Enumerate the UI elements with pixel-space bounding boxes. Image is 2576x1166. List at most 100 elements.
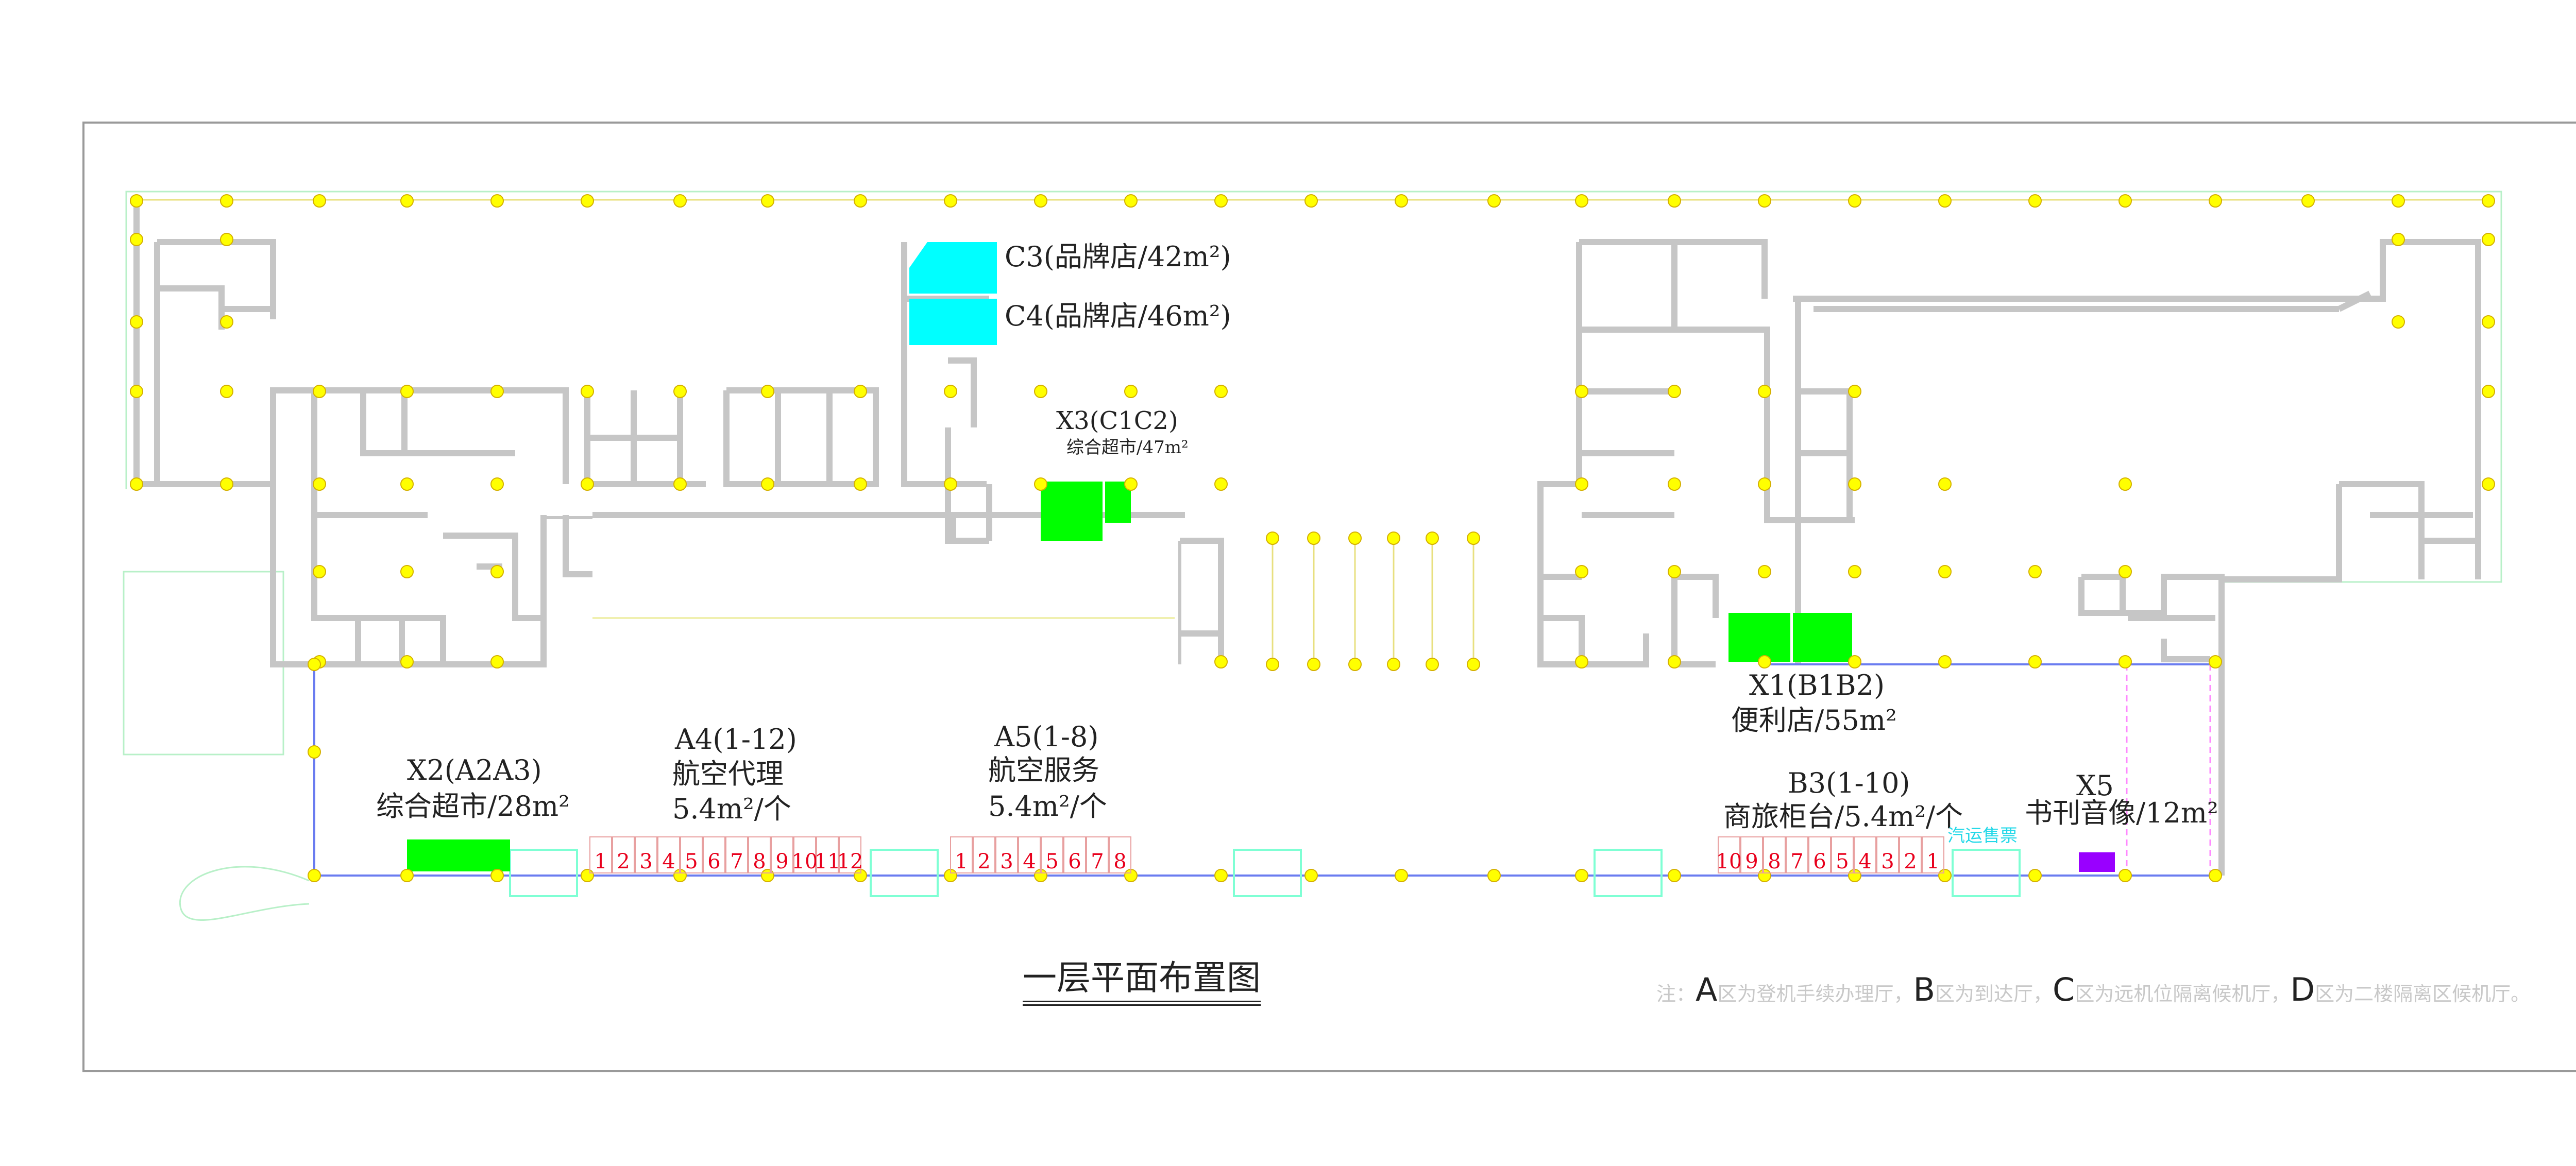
column-marker xyxy=(130,385,143,398)
column-marker xyxy=(1395,869,1408,882)
column-marker xyxy=(2482,477,2495,491)
column-marker xyxy=(2028,869,2042,882)
column-marker xyxy=(1668,477,1681,491)
column-marker xyxy=(581,477,594,491)
column-marker xyxy=(1668,869,1681,882)
column-marker xyxy=(2119,869,2132,882)
counter-number-a4: 2 xyxy=(617,850,630,873)
label-x5-desc: 书刊音像/12m² xyxy=(2025,797,2218,829)
column-marker xyxy=(581,385,594,398)
column-marker xyxy=(1124,194,1138,208)
column-marker xyxy=(2028,655,2042,668)
counter-box-a4 xyxy=(725,836,748,873)
shops-colored xyxy=(407,242,2115,872)
column-marker xyxy=(1848,655,1861,668)
column-marker xyxy=(1575,869,1588,882)
column-marker xyxy=(1426,658,1439,671)
column-marker xyxy=(490,869,504,882)
label-a5-size: 5.4m²/个 xyxy=(988,790,1107,822)
column-marker xyxy=(2392,194,2405,208)
counter-box-b3 xyxy=(1854,836,1876,873)
column-marker xyxy=(1034,385,1047,398)
column-marker xyxy=(2301,194,2315,208)
label-c3: C3(品牌店/42m²) xyxy=(1005,241,1231,273)
note-text: 区为登机手续办理厅， xyxy=(1717,983,1913,1005)
label-x1-code: X1(B1B2) xyxy=(1749,669,1885,701)
counter-box-b3 xyxy=(1922,836,1944,873)
column-marker xyxy=(1668,385,1681,398)
column-marker xyxy=(130,194,143,208)
column-marker xyxy=(130,315,143,329)
column-marker xyxy=(400,194,414,208)
counter-box-a4 xyxy=(635,836,657,873)
note-text: 区为二楼隔离区候机厅。 xyxy=(2315,983,2531,1005)
walls-right xyxy=(1537,239,2481,876)
counter-number-a4: 8 xyxy=(753,850,766,873)
label-a4-name: 航空代理 xyxy=(672,758,784,790)
column-marker xyxy=(1214,869,1228,882)
column-marker xyxy=(1348,531,1362,545)
counter-number-b3: 1 xyxy=(1926,850,1939,873)
counter-box-a4 xyxy=(703,836,725,873)
counter-box-a5 xyxy=(1063,836,1086,873)
column-marker xyxy=(1758,385,1771,398)
label-x3-desc: 综合超市/47m² xyxy=(1066,437,1189,458)
note-letter: A xyxy=(1696,971,1718,1008)
counter-number-a5: 4 xyxy=(1023,850,1036,873)
column-marker xyxy=(1938,565,1952,578)
legend-note: 注：A区为登机手续办理厅，B区为到达厅，C区为远机位隔离候机厅，D区为二楼隔离区… xyxy=(1656,971,2530,1008)
column-marker xyxy=(490,565,504,578)
counter-number-b3: 9 xyxy=(1745,850,1758,873)
counter-box-a5 xyxy=(1109,836,1131,873)
column-marker xyxy=(1387,658,1400,671)
column-marker xyxy=(1307,658,1320,671)
label-a4-code: A4(1-12) xyxy=(675,723,797,756)
column-marker xyxy=(2028,194,2042,208)
counter-box-b3 xyxy=(1899,836,1922,873)
counter-box-a5 xyxy=(1086,836,1109,873)
column-marker xyxy=(220,194,233,208)
column-marker xyxy=(1307,531,1320,545)
column-marker xyxy=(761,477,774,491)
note-prefix: 注： xyxy=(1656,983,1696,1005)
column-marker xyxy=(2482,233,2495,246)
column-marker xyxy=(1848,194,1861,208)
counter-number-a5: 5 xyxy=(1045,850,1058,873)
note-letter: D xyxy=(2290,971,2315,1008)
counter-box-a5 xyxy=(973,836,995,873)
column-marker xyxy=(1266,531,1279,545)
column-marker xyxy=(1575,477,1588,491)
shop-c4 xyxy=(909,299,997,345)
entrance-doors xyxy=(509,849,2021,897)
counter-number-a4: 9 xyxy=(775,850,788,873)
column-marker xyxy=(2209,869,2222,882)
column-marker xyxy=(490,385,504,398)
column-marker xyxy=(1758,655,1771,668)
column-marker xyxy=(1848,477,1861,491)
note-letter: B xyxy=(1913,971,1935,1008)
column-marker xyxy=(2482,315,2495,329)
column-marker xyxy=(1214,194,1228,208)
counter-box-a5 xyxy=(1041,836,1063,873)
column-marker xyxy=(313,477,326,491)
counter-number-a4: 7 xyxy=(730,850,743,873)
note-text: 区为到达厅， xyxy=(1935,983,2053,1005)
column-marker xyxy=(1938,869,1952,882)
column-marker xyxy=(2028,565,2042,578)
column-marker xyxy=(1214,477,1228,491)
column-marker xyxy=(1467,531,1480,545)
column-marker xyxy=(490,655,504,668)
sheet-border xyxy=(82,122,2576,1072)
counter-box-b3 xyxy=(1876,836,1899,873)
counter-number-a4: 6 xyxy=(707,850,720,873)
column-marker xyxy=(1395,194,1408,208)
counter-number-a4: 12 xyxy=(837,850,863,873)
column-marker xyxy=(308,658,321,671)
label-a5-name: 航空服务 xyxy=(988,754,1099,786)
counter-number-b3: 7 xyxy=(1790,850,1803,873)
column-marker xyxy=(1938,655,1952,668)
counter-box-a4 xyxy=(793,836,816,873)
column-marker xyxy=(1938,477,1952,491)
column-marker xyxy=(1487,869,1501,882)
